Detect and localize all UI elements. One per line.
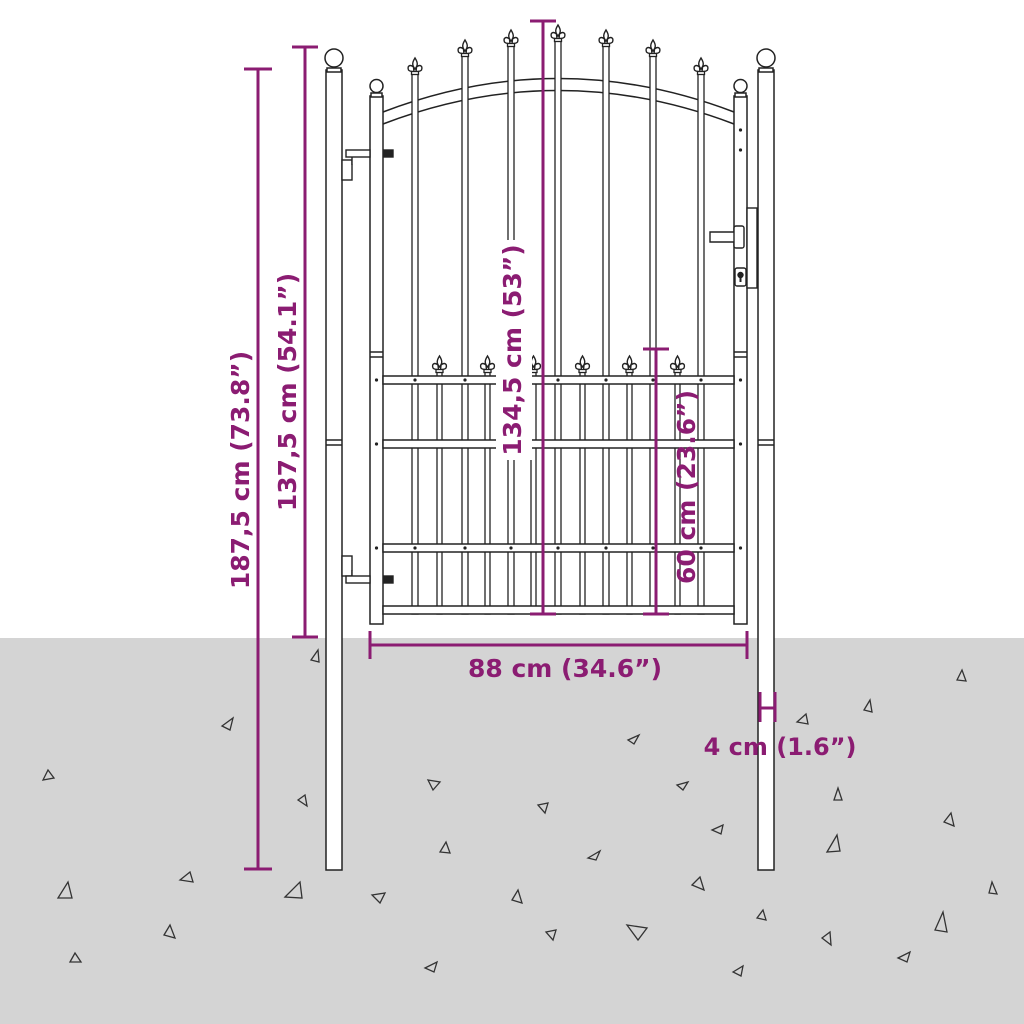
- tall-bars: [411, 40, 705, 615]
- left-post: [325, 69, 343, 871]
- gravel-texture: [41, 648, 999, 977]
- lower-hinge: [341, 555, 394, 584]
- gate-height-label-backdrop: [496, 240, 532, 460]
- right-post-cap: [756, 48, 776, 68]
- upper-hinge: [341, 149, 394, 181]
- dimension-lines: [244, 19, 777, 871]
- gate-width-label: 88 cm (34.6”): [468, 654, 662, 683]
- post-height-label: 137,5 cm (54.1”): [273, 273, 302, 511]
- lock-plate: [746, 207, 758, 289]
- ground-area: [0, 638, 1024, 1024]
- gate-right-stile: [733, 95, 748, 625]
- total-height-label: 187,5 cm (73.8”): [226, 351, 255, 589]
- rail-rivets: [374, 128, 743, 550]
- gate-lock: [709, 207, 758, 289]
- hinges: [341, 149, 394, 584]
- gate-height-label: 134,5 cm (53”): [498, 244, 527, 455]
- fence-posts: [324, 48, 776, 871]
- left-post-cap: [324, 48, 344, 68]
- gate-left-stile: [369, 95, 384, 625]
- post-width-label: 4 cm (1.6”): [704, 733, 857, 761]
- lower-section-height-label: 60 cm (23.6”): [672, 390, 701, 584]
